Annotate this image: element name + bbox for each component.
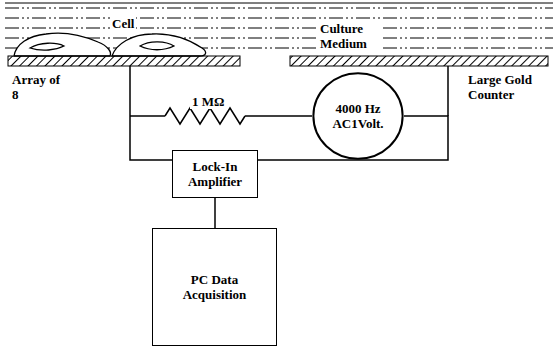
electrode-label: Array of 8 [10,72,66,102]
circuit-wires [130,66,448,160]
wire-connector [215,198,216,228]
node-text: PC Data Acquisition [167,272,262,302]
resistor-value: 1 MΩ [190,94,226,109]
cell-label: Cell [110,16,136,31]
node-text: 4000 Hz AC1Volt. [323,101,393,131]
electrode-label: Large Gold Counter [466,72,550,102]
ac-source-circle: 4000 Hz AC1Volt. [312,72,404,160]
resistor-symbol [165,108,245,124]
cells [14,33,206,56]
medium-surface [5,3,553,4]
medium-label: Culture Medium [318,21,382,51]
node-text: Lock-In Amplifier [177,159,253,189]
computer-box: PC Data Acquisition [152,228,277,346]
amplifier-box: Lock-In Amplifier [172,150,258,198]
electrodes [8,56,548,66]
